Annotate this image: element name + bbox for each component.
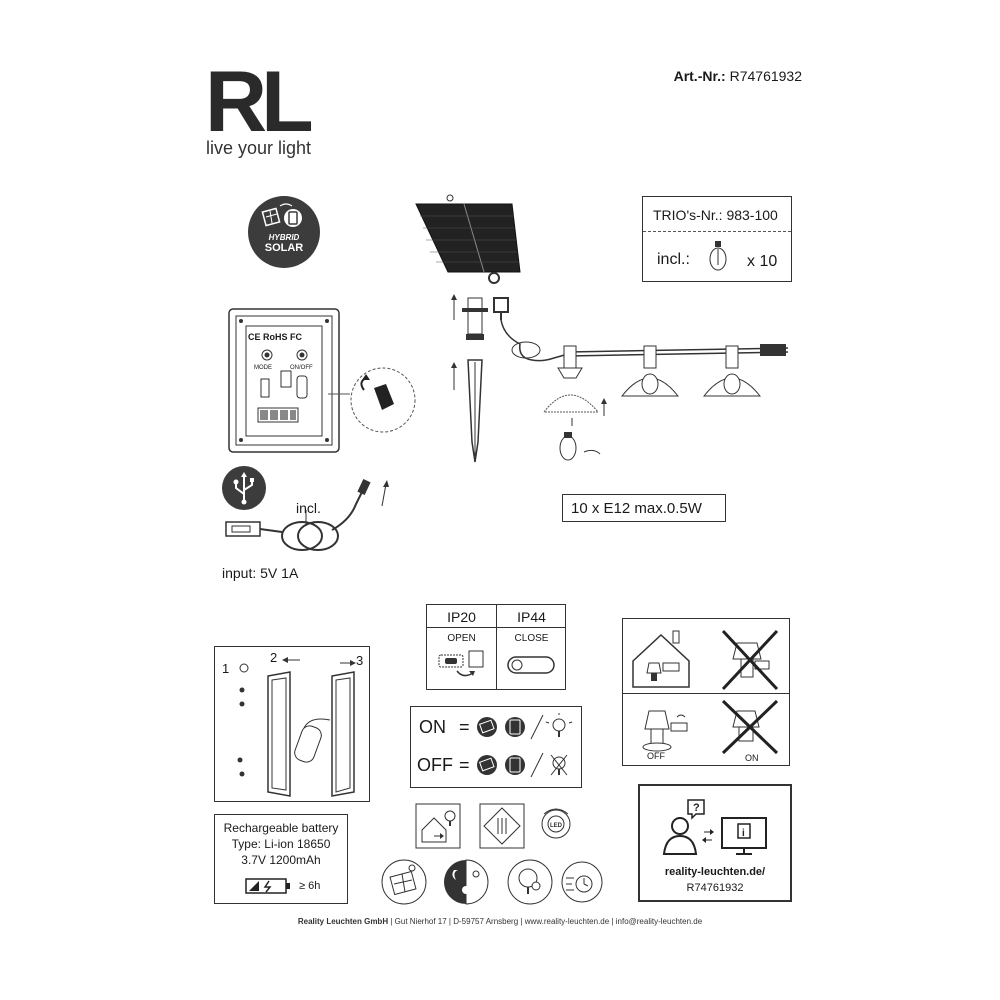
trio-incl-label: incl.: (657, 251, 690, 268)
bulb-spec-box: 10 x E12 max.0.5W (562, 494, 726, 522)
badge-line1: HYBRID (268, 233, 300, 242)
off-label: OFF (417, 755, 453, 775)
cable-incl-label: incl. (296, 500, 321, 516)
footer-sep: | (520, 917, 523, 926)
website-code: R74761932 (686, 882, 744, 894)
footer-sep: | (390, 917, 393, 926)
footer-city: D-59757 Arnsberg (453, 917, 519, 926)
solar-panel-string-lights (415, 194, 789, 463)
article-label: Art.-Nr.: (673, 68, 726, 84)
solar-battery-icon (261, 203, 302, 227)
svg-text:LED: LED (550, 823, 563, 829)
bulb-spec: 10 x E12 max.0.5W (571, 500, 702, 517)
footer-address: Gut Nierhof 17 (394, 917, 447, 926)
trio-number: TRIO's-Nr.: 983-100 (653, 207, 778, 223)
badge-line2: SOLAR (264, 242, 304, 254)
battery-charge-icon (245, 878, 290, 894)
open-label: OPEN (447, 633, 476, 644)
usage-on-label: ON (745, 753, 759, 763)
article-value: R74761932 (729, 68, 802, 84)
mode-icons (477, 713, 573, 778)
charge-time: ≥ 6h (299, 880, 321, 892)
footer-sep: | (611, 917, 614, 926)
trio-value: 983-100 (726, 207, 778, 223)
brand-logo: RL (205, 54, 314, 150)
footer: Reality Leuchten GmbH | Gut Nierhof 17 |… (0, 917, 1000, 926)
cert-marks: CE RoHS FC (248, 332, 302, 342)
input-spec: input: 5V 1A (222, 565, 299, 581)
usage-drawings (632, 629, 779, 755)
ip44-label: IP44 (517, 609, 546, 625)
ip-rating-box: IP20 IP44 OPEN CLOSE (426, 604, 566, 690)
support-icon: ? i (662, 799, 767, 855)
battery-title: Rechargeable battery (223, 821, 339, 835)
battery-assembly-drawing (237, 657, 356, 797)
ip20-label: IP20 (447, 609, 476, 625)
footer-email[interactable]: info@reality-leuchten.de (615, 917, 703, 926)
footer-web[interactable]: www.reality-leuchten.de (524, 917, 610, 926)
website-url[interactable]: reality-leuchten.de/ (664, 866, 766, 878)
solar-box-back: CE RoHS FC MODE ON/OFF (228, 308, 340, 453)
close-label: CLOSE (514, 633, 549, 644)
article-number: Art.-Nr.: R74761932 (674, 68, 802, 84)
usb-icon (222, 466, 266, 510)
port-closed-icon (507, 656, 555, 674)
step-3: 3 (356, 653, 364, 668)
battery-type: Type: Li-ion 18650 (231, 837, 331, 851)
trio-info-box: TRIO's-Nr.: 983-100 incl.: x 10 (642, 196, 792, 282)
usage-box: OFF ON (622, 618, 790, 766)
switch-zoom-detail (328, 367, 416, 433)
trio-label: TRIO's-Nr.: (653, 207, 723, 223)
brand-tagline: live your light (206, 138, 312, 158)
symbol-icons-row2 (381, 859, 603, 905)
onoff-label: ON/OFF (290, 365, 313, 371)
hybrid-solar-badge: HYBRID SOLAR (248, 196, 320, 268)
battery-spec: 3.7V 1200mAh (241, 853, 321, 867)
step-1: 1 (222, 661, 230, 676)
usb-cable (225, 478, 389, 551)
battery-info-box: Rechargeable battery Type: Li-ion 18650 … (214, 814, 348, 904)
solar-box-frame (228, 308, 340, 453)
mode-label: MODE (254, 365, 272, 371)
step-2: 2 (270, 650, 278, 665)
symbol-icons-row1: LED (415, 803, 571, 849)
trio-count: x 10 (747, 253, 778, 270)
usage-off-label: OFF (647, 751, 665, 761)
footer-company: Reality Leuchten GmbH (297, 917, 389, 926)
svg-text:i: i (742, 828, 745, 839)
bulb-icon (709, 241, 727, 271)
off-eq: = (459, 755, 470, 775)
on-label: ON (419, 717, 446, 737)
footer-sep: | (448, 917, 451, 926)
on-eq: = (459, 717, 470, 737)
website-box: ? i reality-leuchten.de/ R74761932 (638, 784, 792, 902)
svg-text:?: ? (693, 802, 700, 814)
mode-box: ON = OFF = (410, 706, 582, 788)
port-open-icon (438, 650, 484, 677)
